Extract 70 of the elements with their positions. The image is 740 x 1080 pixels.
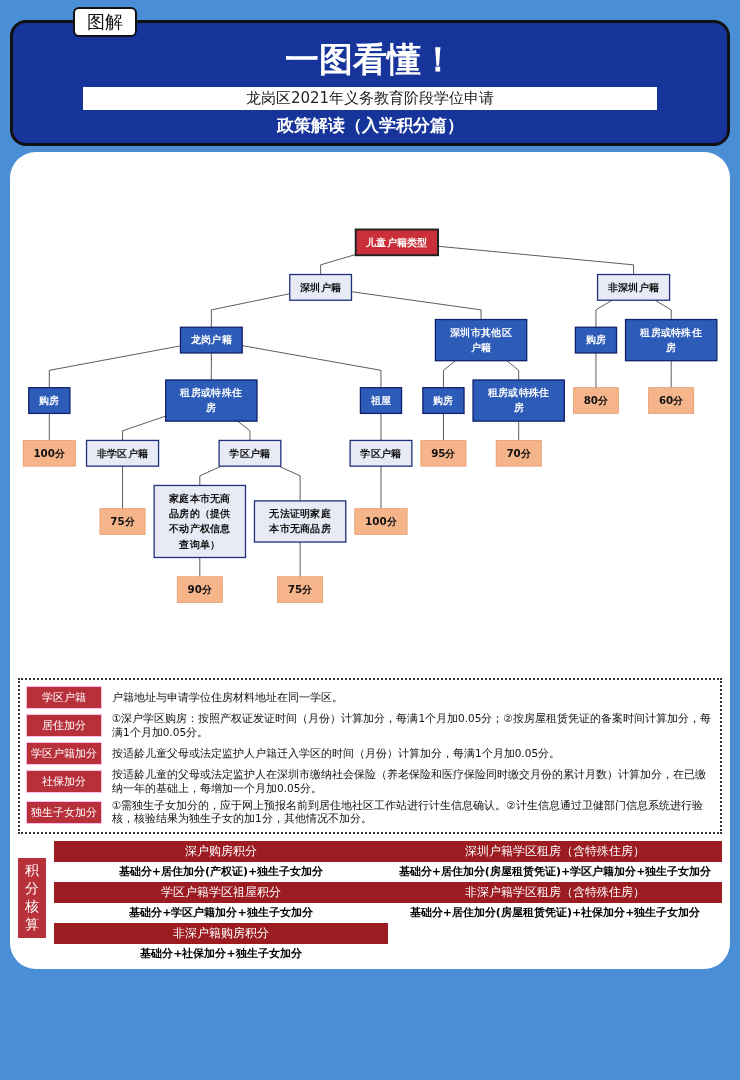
connector (670, 360, 672, 389)
connector (654, 299, 672, 320)
node-box: 90分 (176, 576, 223, 603)
connector (122, 465, 124, 510)
node-box: 75分 (99, 508, 146, 535)
term-tag: 社保加分 (26, 770, 102, 794)
node-box: 学区户籍 (218, 439, 282, 467)
connector (320, 254, 357, 275)
connector (380, 465, 382, 510)
formula-heading: 深圳户籍学区租房（含特殊住房） (388, 840, 722, 862)
node-box: 家庭本市无商品房的（提供不动产权信息查询单） (153, 484, 247, 559)
term-tag: 学区户籍 (26, 686, 102, 709)
term-description: ①需独生子女加分的，应于网上预报名前到居住地社区工作站进行计生信息确认。②计生信息通过卫健部门信息系统进行验核，核验结果为独生子女的加1分，其他情况不加分。 (112, 798, 704, 826)
connector (199, 465, 222, 486)
connector (48, 345, 181, 389)
node-box: 深圳市其他区户籍 (434, 318, 528, 362)
connector (506, 360, 520, 381)
formula-heading: 非深户籍购房积分 (54, 922, 388, 944)
connector (237, 420, 251, 441)
node-box: 祖屋 (359, 387, 403, 415)
connector (299, 541, 301, 578)
node-box: 购房 (574, 326, 618, 354)
connector (380, 412, 382, 441)
term-description: 按适龄儿童的父母或法定监护人在深圳市缴纳社会保险（养老保险和医疗保险同时缴交月份的累计月数）计算加分，在已缴纳一年的基础上，每增加一个月加0.05分。 (112, 768, 707, 796)
term-tag: 学区户籍加分 (26, 742, 102, 766)
node-box: 龙岗户籍 (179, 326, 243, 354)
term-description: 户籍地址与申请学位住房材料地址在同一学区。 (112, 690, 343, 705)
node-box: 80分 (573, 387, 619, 414)
node-box: 100分 (22, 440, 76, 467)
formula-text: 基础分+居住加分(房屋租赁凭证)+社保加分+独生子女加分 (408, 904, 702, 920)
node-box: 租房或特殊住房 (624, 318, 718, 362)
node-box: 无法证明家庭本市无商品房 (253, 500, 347, 543)
term-description: ①深户学区购房：按照产权证发证时间（月份）计算加分，每满1个月加0.05分；②按房屋租赁凭证的备案时间计算加分，每满1个月加0.05分。 (112, 712, 712, 740)
formula-text: 基础分+学区户籍加分+独生子女加分 (128, 904, 314, 920)
tab-label: 图解 (73, 7, 137, 37)
formula-text: 基础分+居住加分(房屋租赁凭证)+学区户籍加分+独生子女加分 (397, 863, 713, 879)
connector (351, 291, 482, 320)
node-box: 儿童户籍类型 (354, 228, 439, 257)
section-tag: 积分核算 (18, 857, 46, 938)
term-tag: 独生子女加分 (26, 800, 102, 824)
node-box: 100分 (354, 508, 408, 535)
node-box: 租房或特殊住房 (472, 379, 565, 422)
connector (442, 360, 456, 389)
node-box: 租房或特殊住房 (165, 379, 258, 422)
node-box: 非深圳户籍 (596, 273, 671, 301)
node-box: 75分 (277, 576, 324, 603)
formula-heading: 学区户籍学区祖屋积分 (54, 881, 388, 903)
formula-heading: 深户购房积分 (54, 840, 388, 862)
node-box: 60分 (648, 387, 695, 414)
node-box: 购房 (422, 387, 465, 415)
node-box: 学区户籍 (349, 439, 413, 467)
title: 一图看懂！ (284, 38, 456, 81)
connector (199, 557, 201, 578)
subtitle-bar: 龙岗区2021年义务教育阶段学位申请 (83, 87, 657, 110)
connector (48, 412, 50, 441)
term-description: 按适龄儿童父母或法定监护人户籍迁入学区的时间（月份）计算加分，每满1个月加0.05分。 (112, 746, 561, 761)
node-box: 非学区户籍 (85, 439, 160, 467)
formula-text: 基础分+居住加分(产权证)+独生子女加分 (117, 863, 325, 879)
formula-text: 基础分+社保加分+独生子女加分 (139, 945, 303, 961)
term-tag: 居住加分 (26, 714, 102, 738)
connector (595, 352, 597, 389)
connector (442, 412, 444, 441)
node-box: 95分 (420, 440, 467, 467)
node-box: 70分 (495, 440, 542, 467)
connector (518, 420, 520, 441)
formula-heading: 非深户籍学区租房（含特殊住房） (388, 881, 722, 903)
node-box: 深圳户籍 (289, 273, 353, 301)
subtitle: 政策解读（入学积分篇） (275, 114, 465, 137)
node-box: 购房 (28, 387, 71, 415)
connector (210, 352, 212, 381)
